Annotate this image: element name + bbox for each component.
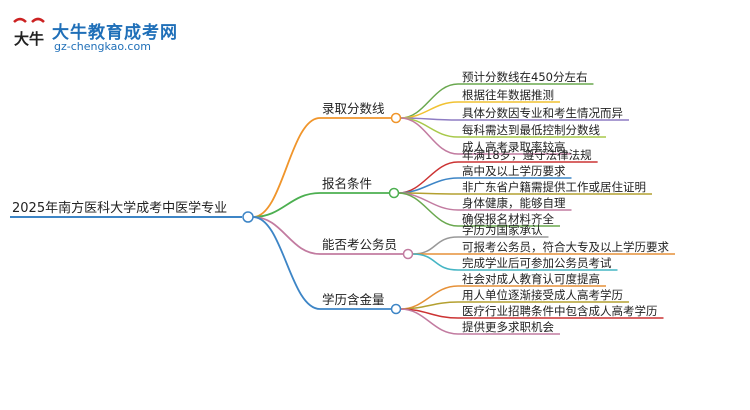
- branch-label-3: 能否考公务员: [322, 237, 397, 252]
- branch-label-4: 学历含金量: [322, 292, 385, 307]
- leaf-link-4-4: [400, 308, 459, 335]
- branch-node-dot-2[interactable]: [388, 187, 400, 199]
- leaf-label-2-2: 高中及以上学历要求: [462, 164, 566, 178]
- site-logo[interactable]: 大牛 大牛教育成考网 gz-chengkao.com: [8, 14, 188, 54]
- leaf-label-2-1: 年满18岁，遵守法律法规: [462, 148, 592, 162]
- leaf-link-1-1: [400, 83, 459, 119]
- branch-node-dot-3[interactable]: [402, 248, 414, 260]
- leaf-label-1-1: 预计分数线在450分左右: [462, 70, 587, 84]
- leaf-link-3-3: [412, 253, 459, 271]
- logo-title: 大牛教育成考网: [52, 23, 178, 43]
- branch-label-2: 报名条件: [322, 176, 372, 191]
- leaf-link-2-1: [398, 161, 459, 194]
- leaf-link-1-4: [400, 117, 459, 138]
- leaf-label-3-2: 可报考公务员，符合大专及以上学历要求: [462, 240, 669, 254]
- ox-logo-icon: 大牛: [13, 17, 45, 48]
- leaf-link-4-2: [400, 301, 459, 310]
- branch-node-dot-4[interactable]: [390, 303, 402, 315]
- logo-url: gz-chengkao.com: [54, 40, 151, 53]
- logo-mark-text: 大牛: [14, 30, 44, 48]
- leaf-label-2-3: 非广东省户籍需提供工作或居住证明: [462, 180, 646, 194]
- root-node-label: 2025年南方医科大学成考中医学专业: [12, 200, 227, 216]
- leaf-link-2-2: [398, 177, 459, 194]
- branch-label-1: 录取分数线: [322, 101, 385, 116]
- leaf-label-4-3: 医疗行业招聘条件中包含成人高考学历: [462, 304, 658, 318]
- leaf-link-2-5: [398, 192, 459, 227]
- leaf-label-1-2: 根据往年数据推测: [462, 88, 554, 102]
- leaf-link-1-2: [400, 101, 459, 119]
- leaf-label-4-1: 社会对成人教育认可度提高: [462, 272, 600, 286]
- root-node-dot[interactable]: [242, 211, 254, 223]
- mindmap-links: [10, 83, 675, 335]
- branch-link-2: [252, 192, 321, 218]
- branch-link-1: [252, 117, 321, 218]
- leaf-label-4-4: 提供更多求职机会: [462, 320, 554, 334]
- leaf-link-1-5: [400, 117, 459, 155]
- leaf-label-3-3: 完成学业后可参加公务员考试: [462, 256, 612, 270]
- leaf-label-2-5: 确保报名材料齐全: [462, 212, 554, 226]
- mindmap-nodes: 2025年南方医科大学成考中医学专业 录取分数线 预计分数线在450分左右根据往年数…: [12, 70, 669, 334]
- leaf-label-3-1: 学历为国家承认: [462, 223, 543, 237]
- leaf-label-4-2: 用人单位逐渐接受成人高考学历: [462, 288, 623, 302]
- leaf-label-1-5: 成人高考录取率较高: [462, 140, 566, 154]
- leaf-label-2-4: 身体健康，能够自理: [462, 196, 566, 210]
- leaf-link-2-4: [398, 192, 459, 211]
- leaf-label-1-3: 具体分数因专业和考生情况而异: [462, 106, 623, 120]
- leaf-label-1-4: 每科需达到最低控制分数线: [462, 123, 600, 137]
- branch-link-3: [252, 216, 321, 255]
- branch-node-dot-1[interactable]: [390, 112, 402, 124]
- leaf-link-3-1: [412, 236, 459, 255]
- branch-link-4: [252, 216, 321, 310]
